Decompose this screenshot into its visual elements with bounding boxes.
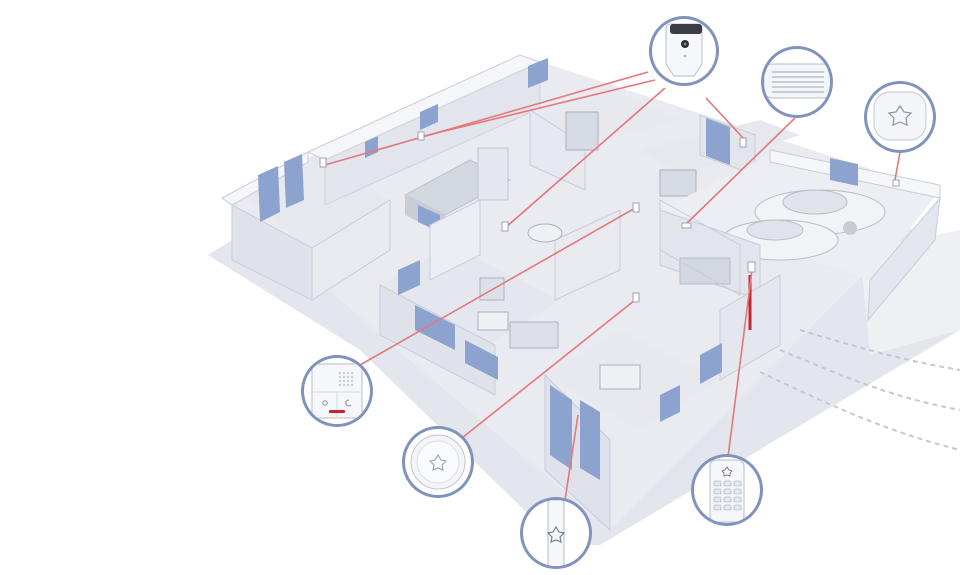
device-markers [319,131,900,303]
device-badge-door-contact[interactable] [520,497,592,570]
house-model [208,54,960,545]
window-front-door [550,385,572,470]
window-front-2 [580,400,600,480]
fridge [477,147,509,201]
device-badge-motion[interactable] [402,426,474,498]
door-contact-sensor-icon [546,500,566,566]
round-table [527,223,563,243]
window-back-2 [420,104,438,130]
keypad-icon [709,459,745,523]
window-back-3 [528,58,548,88]
connector-motion [461,299,636,439]
garage-side-wall [867,196,941,322]
device-badge-siren[interactable] [761,46,833,118]
connector-camera-b [504,87,666,229]
connector-door [564,414,579,501]
partition-hall [429,199,481,281]
coffee-table [477,311,509,331]
shower [565,111,599,151]
bed-right [659,169,697,197]
device-badge-keypad[interactable] [691,454,763,526]
window-dining-2 [660,385,680,422]
window-living-2 [415,305,455,350]
control-panel-icon [311,363,363,419]
window-dining-1 [700,343,722,384]
smoke-detector-icon [873,91,927,141]
connector-camera-a [324,71,649,166]
connector-camera-d [419,79,656,138]
device-badge-camera[interactable] [649,16,719,86]
connector-lines [324,71,901,501]
window-left-2 [284,154,304,208]
wall-left-side [311,199,391,301]
device-badge-control-panel[interactable] [301,355,373,427]
partition-center [554,209,621,301]
indoor-siren-icon [764,63,830,99]
connector-smoke [894,151,901,181]
window-garage [830,158,858,186]
connector-keypad [727,269,753,458]
window-living-1 [398,260,420,295]
connector-camera-c [705,97,746,141]
dining-table [599,364,641,390]
living-floor [380,245,560,345]
sofa [509,321,559,349]
partition-garage [659,199,741,296]
driveway [860,230,960,355]
connector-panel [359,206,638,366]
window-bedroom-right [706,118,730,165]
window-living-3 [465,340,498,380]
garage-cabinet [679,257,731,285]
connector-siren [684,117,796,226]
device-badge-smoke[interactable] [864,81,936,153]
round-motion-sensor-icon [410,434,466,490]
indoor-camera-icon [665,23,703,77]
window-left-1 [258,166,280,222]
garden-path [759,329,960,451]
